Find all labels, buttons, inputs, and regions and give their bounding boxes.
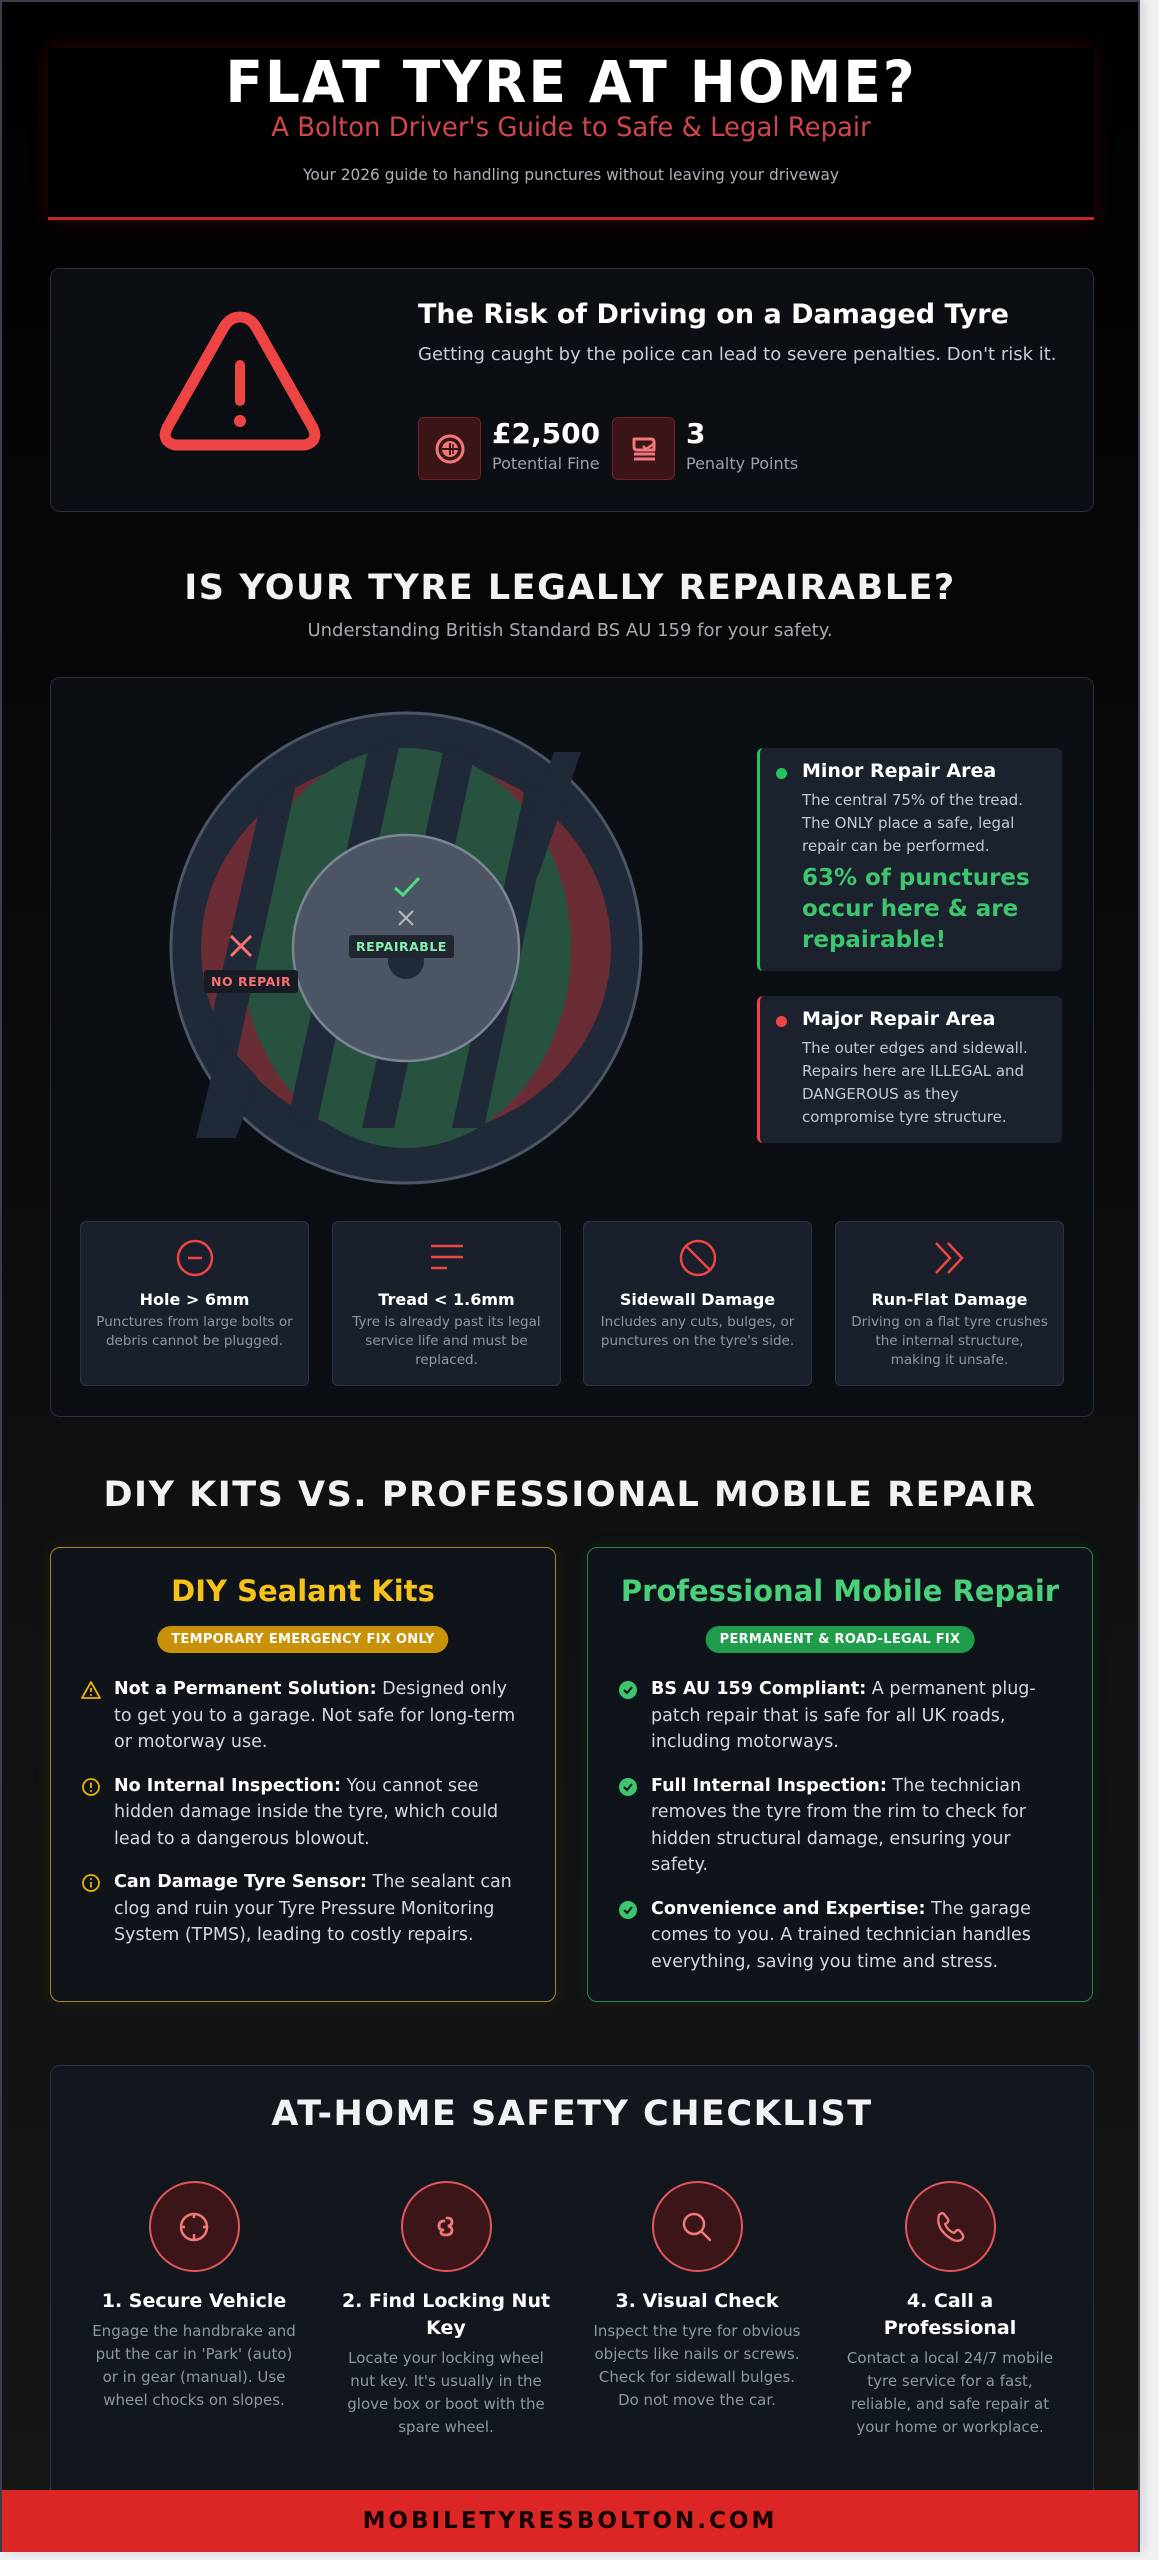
points-label: Penalty Points: [686, 454, 799, 473]
safety-checklist-card: AT-HOME SAFETY CHECKLIST 1. Secure Vehic…: [50, 2065, 1094, 2525]
risk-description: Getting caught by the police can lead to…: [418, 344, 1057, 365]
repairable-subtitle: Understanding British Standard BS AU 159…: [307, 620, 833, 641]
legend-minor-text: The central 75% of the tread. The ONLY p…: [802, 791, 1023, 855]
check-circle-icon: [619, 1777, 637, 1796]
list-item: No Internal Inspection: You cannot see h…: [81, 1773, 525, 1853]
diy-list: Not a Permanent Solution: Designed only …: [81, 1676, 525, 1966]
pro-badge: PERMANENT & ROAD-LEGAL FIX: [705, 1626, 975, 1653]
green-dot-icon: [776, 768, 787, 779]
double-chevron-icon: [836, 1238, 1063, 1278]
reason-text: Punctures from large bolts or debris can…: [96, 1314, 293, 1349]
diy-kits-card: DIY Sealant Kits TEMPORARY EMERGENCY FIX…: [50, 1547, 556, 2002]
step-title: 1. Secure Vehicle: [101, 2290, 287, 2312]
step-title: 3. Visual Check: [615, 2290, 779, 2312]
page-tagline: Your 2026 guide to handling punctures wi…: [303, 165, 839, 184]
legend-minor-repair: Minor Repair Area The central 75% of the…: [757, 748, 1062, 971]
fine-label: Potential Fine: [492, 454, 600, 473]
red-dot-icon: [776, 1016, 787, 1027]
list-item: Not a Permanent Solution: Designed only …: [81, 1676, 525, 1756]
diy-title: DIY Sealant Kits: [171, 1574, 435, 1608]
repairable-label: REPAIRABLE: [349, 935, 454, 958]
pro-list: BS AU 159 Compliant: A permanent plug-pa…: [618, 1676, 1062, 1992]
reason-text: Driving on a flat tyre crushes the inter…: [851, 1314, 1048, 1368]
alert-circle-icon: [82, 1777, 100, 1796]
pro-title: Professional Mobile Repair: [620, 1574, 1060, 1608]
legend-major-repair: Major Repair Area The outer edges and si…: [757, 996, 1062, 1143]
step-text: Locate your locking wheel nut key. It's …: [347, 2349, 545, 2436]
step-title: 4. Call a Professional: [883, 2290, 1017, 2339]
phone-icon: [904, 2181, 996, 2272]
risk-card: The Risk of Driving on a Damaged Tyre Ge…: [50, 268, 1094, 512]
fine-icon: [418, 417, 481, 480]
fine-value: £2,500: [492, 417, 601, 450]
stat-fine: £2,500 Potential Fine: [418, 417, 608, 481]
checklist-step-1: 1. Secure Vehicle Engage the handbrake a…: [89, 2181, 299, 2412]
stat-points: 3 Penalty Points: [612, 417, 822, 481]
steering-wheel-icon: [148, 2181, 240, 2272]
comparison-title: DIY KITS VS. PROFESSIONAL MOBILE REPAIR: [103, 1475, 1037, 1515]
check-circle-icon: [619, 1900, 637, 1919]
legend-major-title: Major Repair Area: [802, 1008, 996, 1030]
checklist-step-4: 4. Call a Professional Contact a local 2…: [845, 2181, 1055, 2439]
check-circle-icon: [619, 1681, 637, 1699]
minus-circle-icon: [81, 1238, 308, 1278]
reason-card-hole: Hole > 6mm Punctures from large bolts or…: [80, 1221, 309, 1386]
key-icon: [400, 2181, 492, 2272]
hero-header: FLAT TYRE AT HOME? A Bolton Driver's Gui…: [48, 48, 1094, 220]
license-points-icon: [612, 417, 675, 480]
list-item: Can Damage Tyre Sensor: The sealant can …: [81, 1869, 525, 1949]
footer-website-link[interactable]: MOBILETYRESBOLTON.COM: [2, 2490, 1138, 2552]
repair-zone-card: NO REPAIR REPAIRABLE Minor Repair Area T…: [50, 677, 1094, 1417]
step-text: Contact a local 24/7 mobile tyre service…: [846, 2349, 1054, 2436]
page-subtitle: A Bolton Driver's Guide to Safe & Legal …: [271, 112, 871, 143]
step-text: Engage the handbrake and put the car in …: [92, 2322, 296, 2409]
step-title: 2. Find Locking Nut Key: [341, 2290, 551, 2339]
no-repair-label: NO REPAIR: [204, 970, 299, 993]
risk-title: The Risk of Driving on a Damaged Tyre: [418, 299, 1009, 330]
tread-lines-icon: [333, 1238, 560, 1278]
page-title: FLAT TYRE AT HOME?: [225, 48, 917, 116]
reason-text: Includes any cuts, bulges, or punctures …: [600, 1314, 795, 1349]
warning-icon: [81, 1681, 101, 1699]
prohibited-icon: [584, 1238, 811, 1278]
checklist-step-2: 2. Find Locking Nut Key Locate your lock…: [341, 2181, 551, 2439]
reason-card-sidewall: Sidewall Damage Includes any cuts, bulge…: [583, 1221, 812, 1386]
repairable-title: IS YOUR TYRE LEGALLY REPAIRABLE?: [184, 568, 956, 608]
list-item: Full Internal Inspection: The technician…: [618, 1773, 1062, 1879]
diy-badge: TEMPORARY EMERGENCY FIX ONLY: [157, 1626, 449, 1653]
legend-minor-title: Minor Repair Area: [802, 760, 997, 782]
center-x-icon: [396, 908, 416, 932]
reason-card-tread: Tread < 1.6mm Tyre is already past its l…: [332, 1221, 561, 1386]
search-icon: [651, 2181, 743, 2272]
warning-triangle-icon: [155, 303, 325, 463]
reason-title: Hole > 6mm: [139, 1290, 250, 1309]
reason-title: Run-Flat Damage: [871, 1290, 1028, 1309]
checklist-step-3: 3. Visual Check Inspect the tyre for obv…: [592, 2181, 802, 2412]
reason-title: Tread < 1.6mm: [378, 1290, 515, 1309]
info-circle-icon: [82, 1874, 100, 1892]
legend-major-text: The outer edges and sidewall. Repairs he…: [802, 1039, 1028, 1126]
no-repair-x-icon: [216, 933, 266, 963]
reason-text: Tyre is already past its legal service l…: [352, 1314, 541, 1368]
reason-title: Sidewall Damage: [619, 1290, 776, 1309]
list-item: Convenience and Expertise: The garage co…: [618, 1896, 1062, 1976]
step-text: Inspect the tyre for obvious objects lik…: [593, 2322, 801, 2409]
list-item: BS AU 159 Compliant: A permanent plug-pa…: [618, 1676, 1062, 1756]
repairable-check-icon: [392, 875, 422, 903]
checklist-title: AT-HOME SAFETY CHECKLIST: [271, 2094, 873, 2134]
professional-repair-card: Professional Mobile Repair PERMANENT & R…: [587, 1547, 1093, 2002]
legend-minor-highlight: 63% of punctures occur here & are repair…: [802, 865, 1030, 953]
reason-card-runflat: Run-Flat Damage Driving on a flat tyre c…: [835, 1221, 1064, 1386]
tyre-diagram: NO REPAIR REPAIRABLE: [166, 708, 646, 1188]
points-value: 3: [686, 417, 706, 450]
